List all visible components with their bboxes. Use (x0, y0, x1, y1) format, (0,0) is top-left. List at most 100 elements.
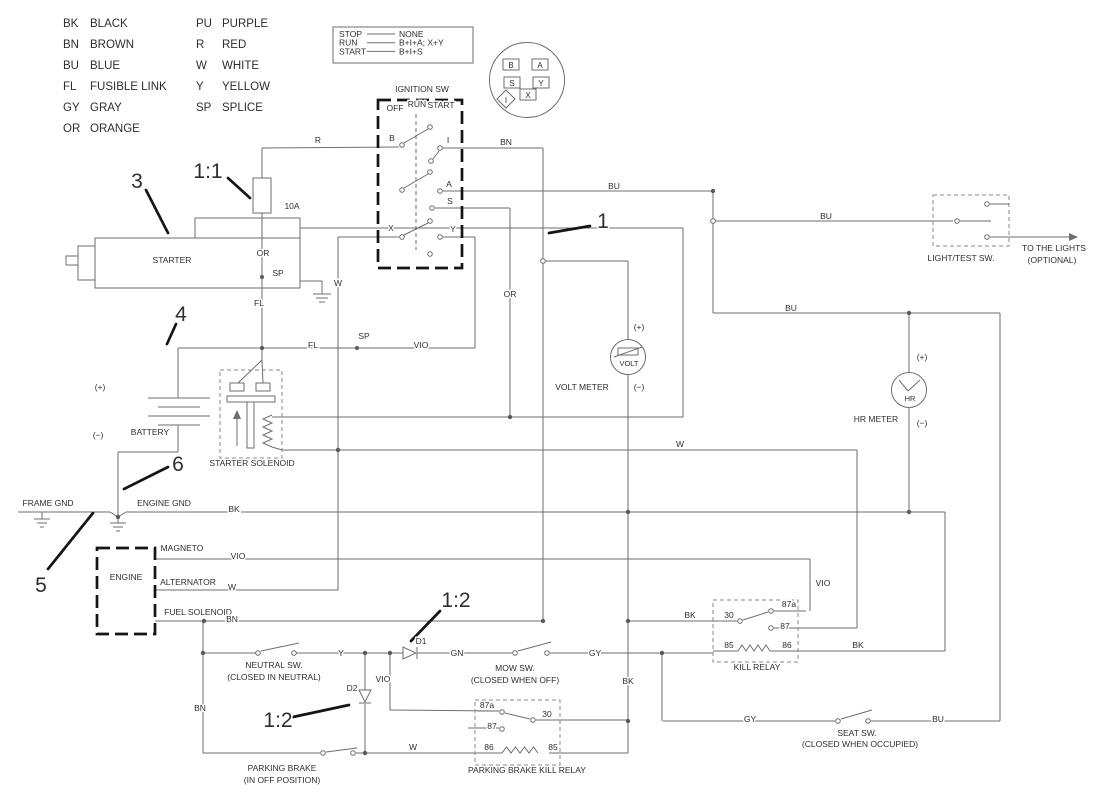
wire-label: SP (358, 331, 370, 341)
callout-lines (46, 176, 592, 719)
wire-label: OR (257, 248, 270, 258)
wire-label: VIO (414, 340, 429, 350)
wire-label: GY (744, 714, 757, 724)
wire-label: W (334, 278, 342, 288)
wire-label: 87 (487, 721, 497, 731)
legend-name: BLUE (90, 60, 120, 72)
wire-label: 85 (724, 640, 734, 650)
callout-label: 3 (131, 170, 143, 193)
wire-label: 87a (480, 700, 494, 710)
legend-code: BU (63, 60, 79, 72)
wire-label: (CLOSED WHEN OCCUPIED) (802, 739, 918, 749)
wire-label: FUEL SOLENOID (164, 607, 232, 617)
wire-label: D1 (416, 636, 427, 646)
wire-label: 30 (724, 610, 734, 620)
ignition-contacts: NONE (399, 29, 424, 39)
wire-label: 86 (484, 742, 494, 752)
wire-label: NEUTRAL SW. (245, 660, 302, 670)
wire-label: VIO (376, 674, 391, 684)
legend-code: PU (196, 18, 212, 30)
wire-label: MOW SW. (495, 663, 535, 673)
legend-name: PURPLE (222, 18, 268, 30)
wire-label: KILL RELAY (734, 662, 781, 672)
legend-name: BROWN (90, 39, 134, 51)
wire-label: (IN OFF POSITION) (244, 775, 321, 785)
wire-label: VIO (816, 578, 831, 588)
wire-label: VOLT METER (555, 382, 609, 392)
legend-code: R (196, 39, 204, 51)
callout-label: 6 (172, 453, 184, 476)
wire-label: FRAME GND (23, 498, 74, 508)
legend-code: BK (63, 18, 79, 30)
callout-label: 1:1 (193, 160, 222, 183)
wire-label: OR (504, 289, 517, 299)
wire-label: BU (608, 181, 620, 191)
kill-relay (712, 599, 799, 663)
legend-code: SP (196, 102, 212, 114)
wire-label: B (389, 133, 395, 143)
wire-label: BN (226, 614, 238, 624)
legend-code: GY (63, 102, 80, 114)
wire-label: SP (272, 268, 284, 278)
wire-label: (CLOSED WHEN OFF) (471, 675, 559, 685)
wire-label: A (446, 179, 452, 189)
ignition-contacts: B+I+A; X+Y (399, 38, 444, 48)
wire-label: W (228, 582, 236, 592)
wire-label: FL (254, 298, 264, 308)
wire-label: GN (451, 648, 464, 658)
wire-label: BK (684, 610, 696, 620)
legend-name: YELLOW (222, 81, 270, 93)
wire-label: ALTERNATOR (160, 577, 216, 587)
wire-label: Y (450, 224, 456, 234)
wires (18, 146, 1001, 754)
wire-label: GY (589, 648, 602, 658)
wire-label: (−) (93, 430, 104, 440)
engine (95, 546, 157, 636)
wire-label: ENGINE (110, 572, 143, 582)
wire-label: START (427, 100, 454, 110)
wire-label: R (315, 135, 321, 145)
wire-label: BU (932, 714, 944, 724)
wire-label: HR METER (854, 414, 898, 424)
wire-label: BK (228, 504, 240, 514)
starter-motor (65, 217, 331, 303)
wire-label: RUN (408, 99, 426, 109)
callout-label: 1:2 (441, 589, 470, 612)
wire-label: I (447, 135, 449, 145)
wire-label: (CLOSED IN NEUTRAL) (227, 672, 321, 682)
wire-label: (−) (917, 418, 928, 428)
callout-label: 5 (35, 574, 47, 597)
wire-label: 10A (284, 201, 299, 211)
wire-label: (OPTIONAL) (1028, 255, 1077, 265)
legend-name: FUSIBLE LINK (90, 81, 167, 93)
wire-label: BU (785, 303, 797, 313)
wire-label: BK (852, 640, 864, 650)
ignition-contacts: B+I+S (399, 46, 423, 56)
callout-label: 4 (175, 303, 187, 326)
wire-label: 86 (782, 640, 792, 650)
wire-label: HR (905, 394, 916, 403)
wire-label: ENGINE GND (137, 498, 191, 508)
wire-label: STARTER SOLENOID (209, 458, 294, 468)
wire-label: PARKING BRAKE (248, 763, 317, 773)
wire-label: BN (500, 137, 512, 147)
wire-label: D2 (347, 683, 358, 693)
hour-meter (891, 372, 927, 408)
legend-code: FL (63, 81, 77, 93)
wire-label: S (447, 196, 453, 206)
terminal-a: A (537, 61, 543, 70)
ignition-position: STOP (339, 29, 362, 39)
wire-label: 87 (780, 621, 790, 631)
legend-code: Y (196, 81, 204, 93)
light-test-switch (932, 194, 1078, 247)
wire-label: IGNITION SW (395, 84, 449, 94)
ignition-switch (376, 98, 464, 270)
wire-label: (+) (634, 322, 645, 332)
legend-name: WHITE (222, 60, 259, 72)
wire-label: PARKING BRAKE KILL RELAY (468, 765, 586, 775)
diodes (358, 646, 418, 704)
